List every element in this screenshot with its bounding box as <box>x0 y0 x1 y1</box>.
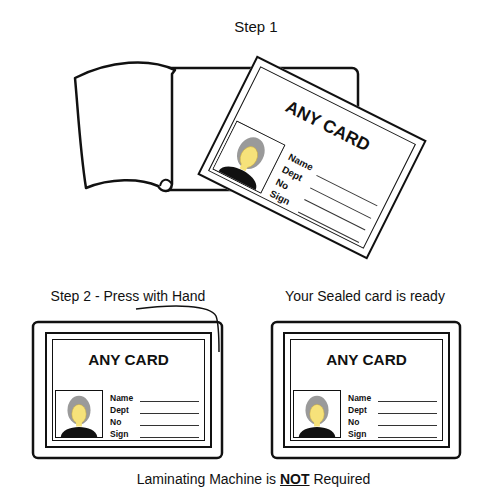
field-label: Dept <box>110 404 136 416</box>
portrait-hair <box>67 396 90 425</box>
field-label: Sign <box>348 428 374 440</box>
field-row: No <box>348 416 437 428</box>
field-line <box>140 425 199 426</box>
field-line <box>378 413 437 414</box>
portrait-face <box>72 404 86 423</box>
portrait-neck <box>240 164 248 172</box>
field-line <box>311 187 372 218</box>
pouch-flap <box>75 62 175 191</box>
card-title: ANY CARD <box>47 351 210 369</box>
portrait-body <box>299 427 335 437</box>
field-line <box>298 212 359 243</box>
field-row: Sign <box>267 187 364 245</box>
field-line <box>140 401 199 402</box>
field-row: Dept <box>348 404 437 416</box>
field-line <box>378 425 437 426</box>
id-card: ANY CARD NameDeptNoSign <box>283 332 450 448</box>
portrait-neck <box>76 422 82 427</box>
pouch-curl <box>160 180 172 186</box>
portrait-face <box>237 144 261 171</box>
field-label: Name <box>110 392 136 404</box>
step-label: Step 1 <box>234 18 277 35</box>
field-line <box>140 437 199 438</box>
card-fields: NameDeptNoSign <box>267 151 382 245</box>
portrait-face <box>310 404 324 423</box>
card-fields: NameDeptNoSign <box>348 392 437 440</box>
caption: Laminating Machine is NOT Required <box>137 471 371 487</box>
sealed-pouch-outline <box>272 322 460 458</box>
portrait-neck <box>314 422 320 427</box>
field-label: Sign <box>110 428 136 440</box>
portrait-hair <box>232 133 270 174</box>
field-row: Sign <box>348 428 437 440</box>
field-label: No <box>348 416 374 428</box>
portrait-body <box>61 427 97 437</box>
field-line <box>378 437 437 438</box>
step-label: Step 2 - Press with Hand <box>51 288 206 304</box>
step-label: Your Sealed card is ready <box>285 288 445 304</box>
field-label: Dept <box>348 404 374 416</box>
field-line <box>140 413 199 414</box>
pouch-outline <box>33 322 222 458</box>
photo-frame <box>56 391 103 438</box>
field-line <box>378 401 437 402</box>
field-label: No <box>110 416 136 428</box>
card-title: ANY CARD <box>285 351 448 369</box>
field-row: Name <box>348 392 437 404</box>
field-row: No <box>110 416 199 428</box>
field-row: Dept <box>110 404 199 416</box>
field-line <box>317 175 378 206</box>
field-row: Dept <box>279 163 376 221</box>
portrait-hair <box>305 396 328 425</box>
card-fields: NameDeptNoSign <box>110 392 199 440</box>
field-label: Name <box>348 392 374 404</box>
photo-frame <box>213 121 285 193</box>
field-line <box>304 199 365 230</box>
photo-frame <box>294 391 341 438</box>
id-card: ANY CARD NameDeptNoSign <box>45 332 212 448</box>
photo-portrait <box>293 390 341 438</box>
photo-portrait <box>55 390 103 438</box>
field-row: Sign <box>110 428 199 440</box>
field-row: Name <box>110 392 199 404</box>
